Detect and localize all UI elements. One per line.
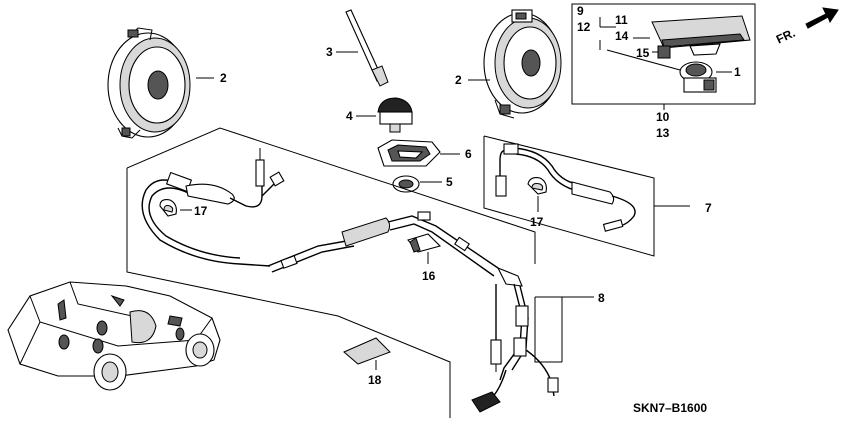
speaker-left (107, 27, 214, 139)
speaker-right (468, 9, 562, 119)
callout-1: 1 (734, 65, 741, 79)
sub-cable (495, 143, 636, 232)
callout-2-right: 2 (455, 73, 462, 87)
callout-10: 10 (656, 110, 670, 124)
callout-9: 9 (577, 4, 584, 18)
vehicle-illustration (7, 281, 221, 391)
callout-14: 14 (615, 29, 629, 43)
antenna-pad (377, 139, 460, 167)
callout-17-left: 17 (194, 204, 208, 218)
clip-16 (407, 233, 442, 264)
callout-11: 11 (615, 13, 628, 27)
clip-17-left (159, 199, 192, 217)
callout-12: 12 (577, 20, 591, 34)
sub-cable-frame (483, 135, 690, 257)
front-direction-arrow (805, 7, 839, 29)
callout-6: 6 (465, 147, 472, 161)
callout-13: 13 (656, 126, 670, 140)
callout-18: 18 (368, 373, 382, 387)
antenna-base (356, 97, 413, 133)
fr-label: FR. (774, 26, 797, 47)
callout-4: 4 (346, 109, 353, 123)
main-cable (141, 148, 559, 413)
drawing-code: SKN7–B1600 (633, 401, 707, 415)
callout-7: 7 (705, 201, 712, 215)
clip-17-right (527, 177, 547, 212)
antenna-rod (336, 9, 389, 87)
sticker-18 (343, 337, 391, 370)
callout-8: 8 (598, 291, 605, 305)
callout-16: 16 (422, 269, 436, 283)
callout-17-right: 17 (530, 215, 544, 229)
callout-2-left: 2 (220, 71, 227, 85)
callout-5: 5 (446, 175, 453, 189)
callout-15: 15 (636, 46, 650, 60)
main-cable-frame (126, 127, 578, 418)
callout-3: 3 (326, 45, 333, 59)
antenna-nut (392, 175, 442, 193)
tweeter-group-frame (571, 3, 756, 105)
